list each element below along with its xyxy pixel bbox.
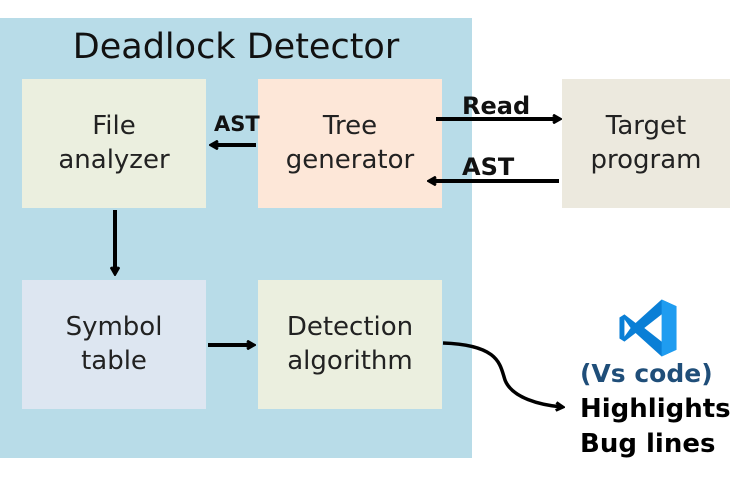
container-title: Deadlock Detector: [72, 27, 400, 67]
detection-algorithm-node: Detection algorithm: [258, 280, 442, 409]
detection-algorithm-label-line2: algorithm: [287, 345, 413, 376]
tree-generator-label-line2: generator: [285, 144, 415, 175]
tree-generator-node: Tree generator: [258, 79, 442, 208]
output-line2: Bug lines: [580, 429, 716, 459]
edge-label-read: Read: [462, 92, 531, 120]
target-program-node: Target program: [562, 79, 730, 208]
tree-generator-label-line1: Tree: [322, 110, 378, 141]
file-analyzer-label-line1: File: [92, 110, 136, 141]
vscode-icon: [619, 299, 677, 357]
edge-label-ast-to-file: AST: [214, 112, 260, 136]
arrow-detect-to-output: [442, 341, 562, 407]
file-analyzer-label-line2: analyzer: [58, 144, 170, 175]
file-analyzer-node: File analyzer: [22, 79, 206, 208]
target-program-label-line1: Target: [605, 110, 687, 141]
tool-label: (Vs code): [580, 359, 713, 388]
output-line1: Highlights: [580, 394, 731, 424]
symbol-table-label-line2: table: [81, 345, 147, 376]
target-program-label-line2: program: [590, 144, 702, 175]
symbol-table-node: Symbol table: [22, 280, 206, 409]
symbol-table-label-line1: Symbol: [65, 311, 163, 342]
edge-label-ast-from-target: AST: [462, 153, 515, 181]
detection-algorithm-label-line1: Detection: [286, 311, 414, 342]
